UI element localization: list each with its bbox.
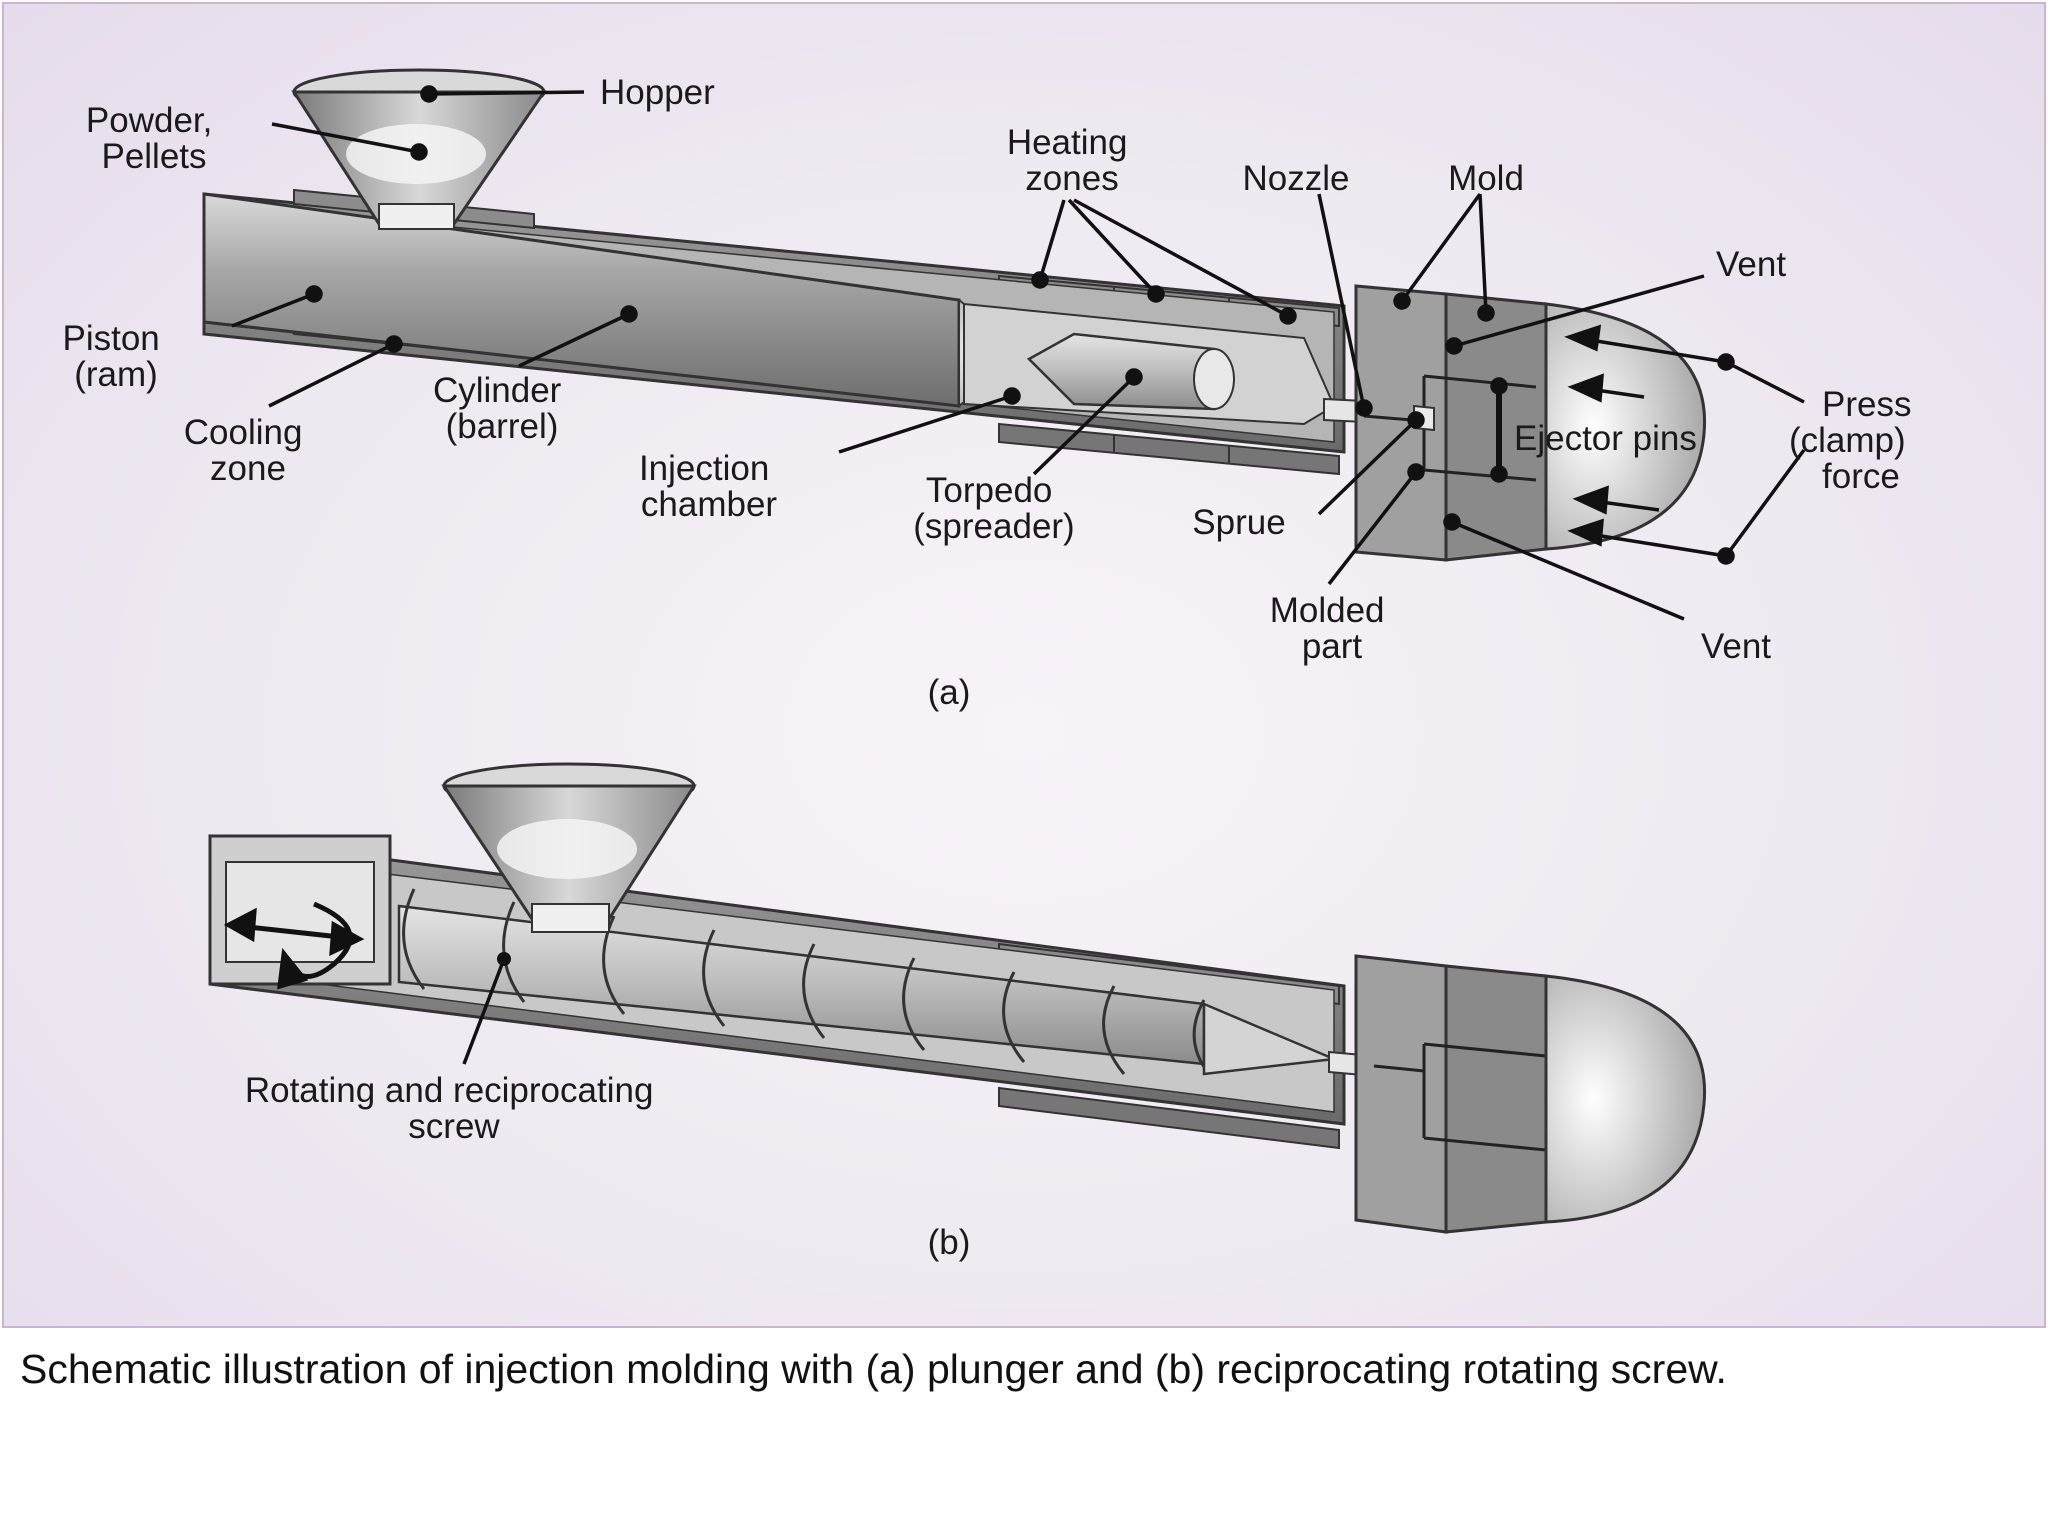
label-powder-pellets: Powder, Pellets [86, 101, 222, 176]
label-molded-part: Molded part [1270, 591, 1395, 666]
label-cooling-zone: Cooling zone [184, 413, 312, 488]
label-vent-bottom: Vent [1701, 627, 1771, 666]
diagram-a: Hopper Powder, Pellets Heating zones Noz… [62, 68, 1921, 712]
diagram-b: Rotating and reciprocating screw (b) [208, 762, 1707, 1262]
heating-band-bottom [998, 422, 1340, 476]
label-mold: Mold [1448, 159, 1524, 198]
label-heating-zones: Heating zones [1007, 123, 1137, 198]
label-piston: Piston (ram) [62, 319, 169, 394]
panel-label-b: (b) [928, 1223, 971, 1262]
panel-label-a: (a) [928, 673, 971, 712]
label-press-force: Press (clamp) force [1789, 385, 1921, 496]
figure-caption: Schematic illustration of injection mold… [20, 1346, 1727, 1392]
torpedo-spreader [1026, 332, 1235, 411]
hopper-b [441, 762, 697, 933]
leader-lines-a [231, 85, 1806, 621]
rotation-arrows [223, 901, 365, 990]
label-injection-chamber: Injection chamber [639, 449, 779, 524]
label-cylinder: Cylinder (barrel) [433, 371, 571, 446]
injection-molding-figure: Hopper Powder, Pellets Heating zones Noz… [2, 2, 2046, 1328]
label-vent-top: Vent [1716, 245, 1786, 284]
label-nozzle: Nozzle [1243, 159, 1350, 198]
label-sprue: Sprue [1192, 503, 1285, 542]
label-hopper: Hopper [600, 73, 715, 112]
label-torpedo: Torpedo (spreader) [913, 471, 1074, 546]
label-rotating-screw: Rotating and reciprocating screw [245, 1071, 663, 1146]
label-ejector-pins: Ejector pins [1514, 419, 1697, 458]
